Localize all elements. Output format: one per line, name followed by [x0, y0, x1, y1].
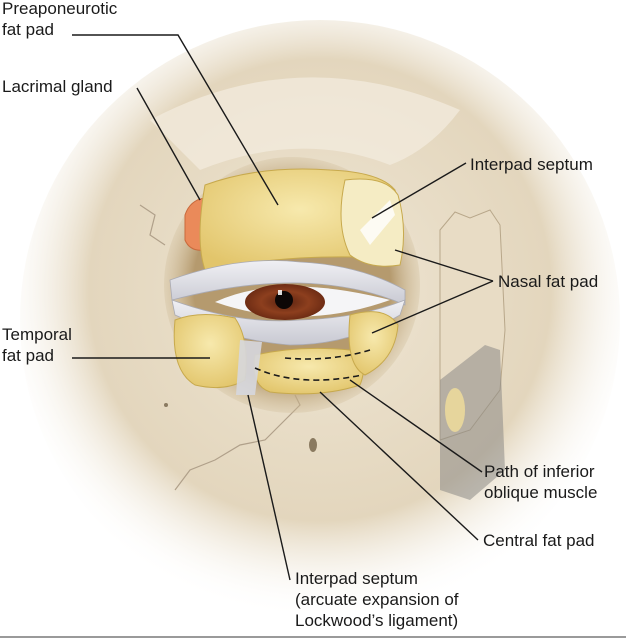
label-inferior-oblique-path: Path of inferior oblique muscle — [484, 462, 598, 502]
eye — [215, 284, 390, 320]
label-temporal-fat-pad: Temporal fat pad — [2, 325, 72, 365]
leader-lines — [72, 34, 494, 581]
inferior-oblique-path-line — [284, 349, 371, 360]
label-interpad-septum-upper: Interpad septum — [470, 155, 593, 174]
label-lacrimal-gland: Lacrimal gland — [2, 77, 113, 96]
upper-septum-band — [169, 260, 406, 306]
label-nasal-fat-pad: Nasal fat pad — [498, 272, 599, 291]
bottom-border — [0, 636, 626, 638]
temporal-fat-pad — [173, 314, 247, 389]
interpad-septum-upper — [360, 200, 395, 245]
label-interpad-septum-lockwood: Interpad septum (arcuate expansion of Lo… — [295, 569, 459, 630]
label-preaponeurotic-fat-pad: Preaponeurotic fat pad — [2, 0, 118, 39]
central-fat-pad — [253, 347, 364, 395]
inferior-oblique-path-line — [254, 367, 363, 381]
interpad-septum-lower — [236, 340, 262, 395]
label-central-fat-pad: Central fat pad — [483, 531, 595, 550]
